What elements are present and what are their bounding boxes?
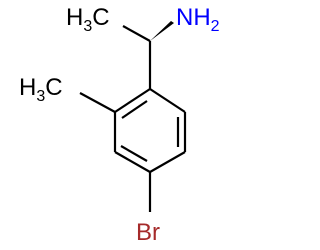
bond-ring-double-1 (121, 100, 148, 119)
bond-ring-methyl (79, 92, 116, 113)
bond-ring-c6-c1 (149, 88, 186, 113)
bond-wedge-amine (150, 21, 174, 41)
bond-chiral-methyl (122, 25, 151, 42)
bond-ring-c3-c4 (114, 151, 151, 173)
amine-label: NH2 (176, 4, 220, 35)
bond-ring-double-2 (120, 145, 148, 162)
bond-group (79, 25, 187, 212)
methyl-top-label: H3C (66, 4, 110, 35)
bond-ring-c4-c5 (149, 151, 186, 173)
molecule-structure: H3C NH2 H3C Br (19, 4, 220, 246)
bromine-label: Br (136, 219, 160, 246)
bond-ring-c1-c2 (114, 88, 151, 113)
methyl-ring-label: H3C (19, 74, 63, 105)
